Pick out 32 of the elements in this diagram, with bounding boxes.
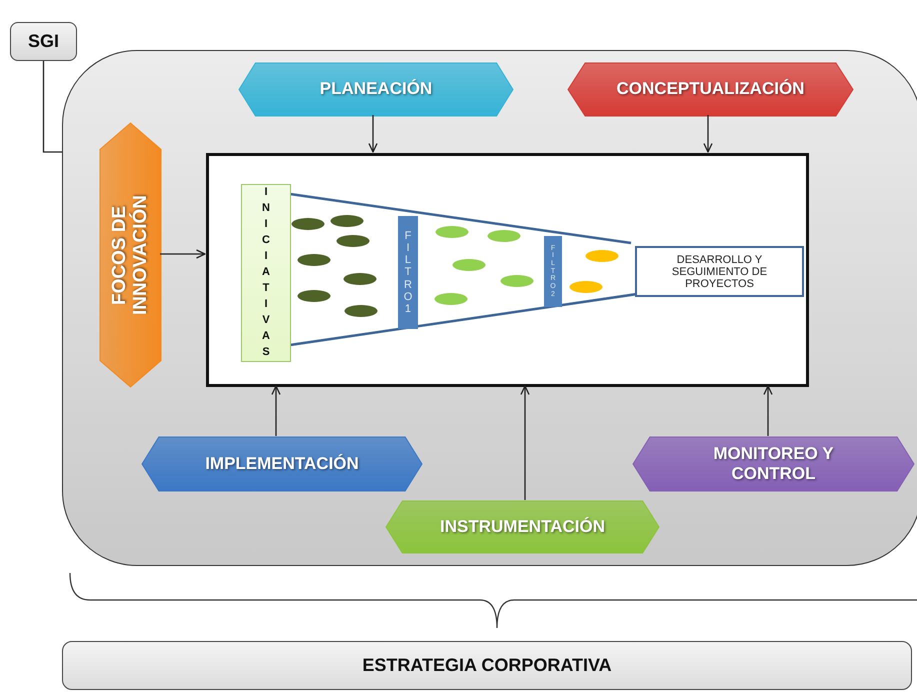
process-banner [633,437,914,491]
process-banner [142,437,422,491]
label-bar [62,641,912,690]
arrow [520,385,530,500]
process-banner [386,501,659,553]
panel-background [62,50,917,566]
arrow [703,115,713,153]
connector-line [42,61,62,153]
funnel-frame [206,153,809,387]
output-box [635,246,804,297]
filter-bar [544,236,562,307]
filter-bar [398,216,418,329]
arrow [271,385,281,436]
arrow [368,115,378,153]
vertical-label: FILTRO 1 [404,230,412,315]
process-banner [568,63,853,116]
label: CONCEPTUALIZACIÓN [616,79,806,100]
arrow [763,385,773,436]
label-box [10,22,77,61]
label: SGI [28,31,59,52]
label: IMPLEMENTACIÓN [204,454,360,474]
label: DESARROLLO Y SEGUIMIENTO DE PROYECTOS [670,254,768,290]
label: MONITOREO Y CONTROL [712,444,835,484]
vertical-label-box [241,184,291,362]
label: FOCOS DE INNOVACIÓN [110,194,152,317]
vertical-label: INICIATIVAS [262,185,270,360]
label: ESTRATEGIA CORPORATIVA [362,655,612,676]
label: PLANEACIÓN [318,79,434,100]
process-banner [100,123,161,387]
arrow [160,249,206,259]
process-banner [239,63,513,116]
label: INSTRUMENTACIÓN [439,516,606,538]
